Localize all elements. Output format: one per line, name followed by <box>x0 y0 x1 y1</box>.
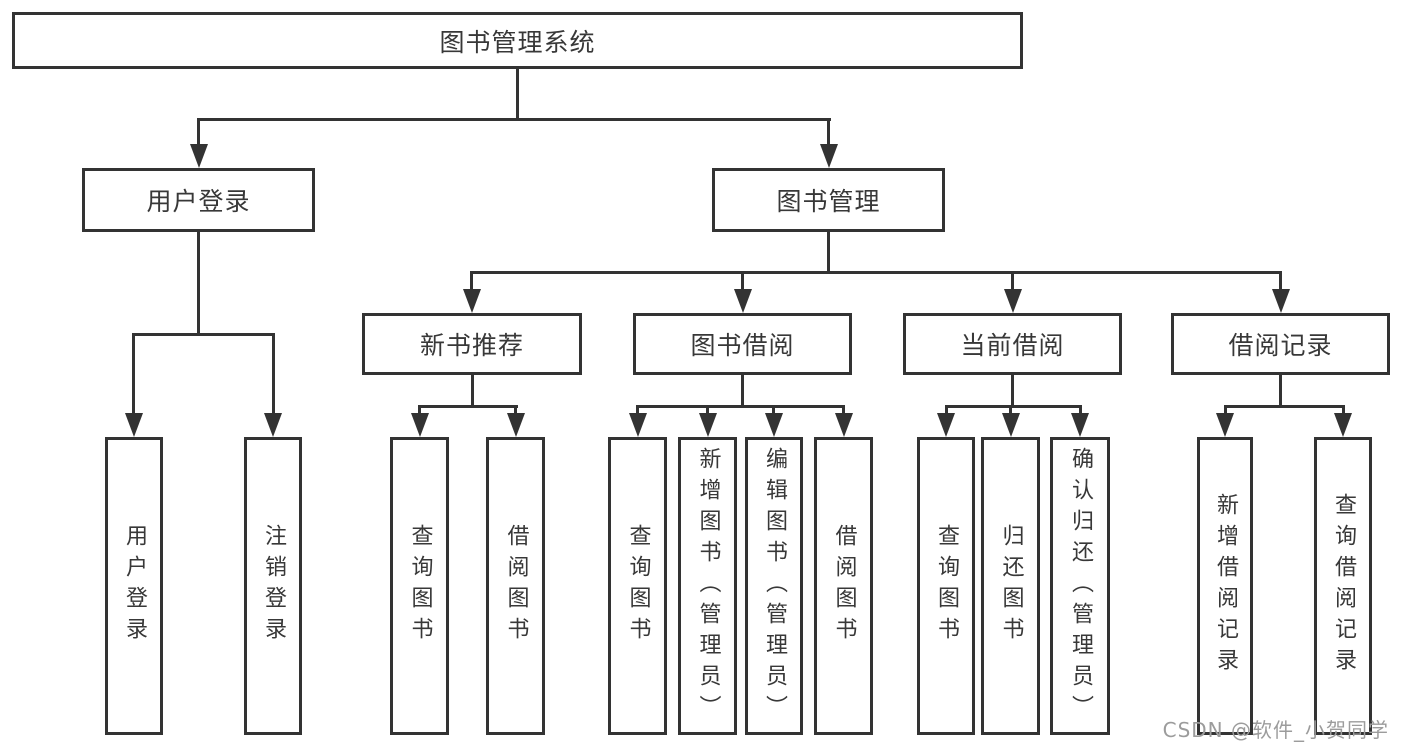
connector-line <box>636 405 639 415</box>
leaf-logout: 注销登录 <box>244 437 302 735</box>
leaf-borrow-books-label: 借阅图书 <box>831 524 857 648</box>
connector-arrow-down <box>820 144 838 168</box>
leaf-confirm-return-admin: 确认归还（管理员） <box>1050 437 1110 735</box>
node-current-borrow: 当前借阅 <box>903 313 1122 375</box>
connector-line <box>516 69 519 120</box>
connector-line <box>706 405 709 415</box>
leaf-logout-label: 注销登录 <box>261 524 286 648</box>
leaf-recommend-borrow-books: 借阅图书 <box>486 437 545 735</box>
leaf-query-borrow-record: 查询借阅记录 <box>1314 437 1372 735</box>
leaf-edit-book-admin-label: 编辑图书（管理员） <box>762 446 787 726</box>
leaf-return-book: 归还图书 <box>981 437 1040 735</box>
leaf-current-query-books-label: 查询图书 <box>934 524 959 648</box>
node-borrow-records-label: 借阅记录 <box>1228 331 1333 360</box>
connector-arrow-down <box>835 413 853 437</box>
node-current-borrow-label: 当前借阅 <box>960 331 1065 360</box>
connector-line <box>945 405 948 415</box>
connector-line <box>132 333 275 336</box>
connector-line <box>1009 405 1012 415</box>
leaf-borrow-query-books-label: 查询图书 <box>625 524 651 648</box>
node-root-label: 图书管理系统 <box>439 27 596 57</box>
connector-arrow-down <box>1216 413 1234 437</box>
connector-line <box>132 333 135 415</box>
connector-line <box>1011 271 1014 293</box>
connector-arrow-down <box>1004 289 1022 313</box>
node-new-book-recommend-label: 新书推荐 <box>419 331 524 360</box>
connector-line <box>1224 405 1227 415</box>
connector-arrow-down <box>1334 413 1352 437</box>
node-user-login: 用户登录 <box>82 168 315 232</box>
leaf-borrow-query-books: 查询图书 <box>608 437 667 735</box>
connector-line <box>1224 405 1345 408</box>
connector-line <box>1279 271 1282 293</box>
leaf-edit-book-admin: 编辑图书（管理员） <box>745 437 803 735</box>
connector-line <box>827 118 830 148</box>
connector-arrow-down <box>699 413 717 437</box>
connector-line <box>1011 375 1014 408</box>
connector-arrow-down <box>125 413 143 437</box>
connector-line <box>1342 405 1345 415</box>
node-book-borrow: 图书借阅 <box>633 313 852 375</box>
connector-line <box>842 405 845 415</box>
leaf-user-login-label: 用户登录 <box>122 524 147 648</box>
node-book-management: 图书管理 <box>712 168 945 232</box>
connector-line <box>197 232 200 336</box>
connector-line <box>418 405 518 408</box>
connector-line <box>470 271 473 293</box>
connector-arrow-down <box>1071 413 1089 437</box>
connector-line <box>197 118 831 121</box>
connector-line <box>827 232 830 274</box>
connector-line <box>636 405 845 408</box>
connector-arrow-down <box>629 413 647 437</box>
leaf-query-borrow-record-label: 查询借阅记录 <box>1331 493 1356 679</box>
leaf-confirm-return-admin-label: 确认归还（管理员） <box>1068 446 1093 726</box>
leaf-borrow-books: 借阅图书 <box>814 437 873 735</box>
connector-arrow-down <box>734 289 752 313</box>
connector-arrow-down <box>937 413 955 437</box>
node-book-borrow-label: 图书借阅 <box>690 331 795 360</box>
leaf-add-book-admin: 新增图书（管理员） <box>678 437 737 735</box>
connector-line <box>741 271 744 293</box>
connector-line <box>272 333 275 415</box>
connector-arrow-down <box>1272 289 1290 313</box>
connector-line <box>197 118 200 148</box>
leaf-user-login: 用户登录 <box>105 437 163 735</box>
leaf-recommend-query-books-label: 查询图书 <box>407 524 433 648</box>
connector-arrow-down <box>1002 413 1020 437</box>
connector-line <box>945 405 1082 408</box>
node-root: 图书管理系统 <box>12 12 1023 69</box>
node-borrow-records: 借阅记录 <box>1171 313 1390 375</box>
connector-arrow-down <box>507 413 525 437</box>
connector-line <box>514 405 517 415</box>
connector-line <box>1079 405 1082 415</box>
connector-arrow-down <box>463 289 481 313</box>
leaf-recommend-query-books: 查询图书 <box>390 437 449 735</box>
node-book-management-label: 图书管理 <box>776 187 881 216</box>
leaf-add-borrow-record-label: 新增借阅记录 <box>1213 493 1238 679</box>
connector-arrow-down <box>411 413 429 437</box>
csdn-watermark: CSDN @软件_小贺同学 <box>1162 718 1389 742</box>
node-new-book-recommend: 新书推荐 <box>362 313 582 375</box>
leaf-current-query-books: 查询图书 <box>917 437 975 735</box>
leaf-add-borrow-record: 新增借阅记录 <box>1197 437 1253 735</box>
leaf-return-book-label: 归还图书 <box>998 524 1024 648</box>
connector-arrow-down <box>765 413 783 437</box>
leaf-recommend-borrow-books-label: 借阅图书 <box>503 524 529 648</box>
connector-line <box>772 405 775 415</box>
leaf-add-book-admin-label: 新增图书（管理员） <box>695 446 721 726</box>
connector-line <box>471 375 474 408</box>
connector-line <box>470 271 1282 274</box>
connector-line <box>418 405 421 415</box>
connector-arrow-down <box>190 144 208 168</box>
connector-line <box>1279 375 1282 408</box>
connector-arrow-down <box>264 413 282 437</box>
node-user-login-label: 用户登录 <box>146 187 251 216</box>
connector-line <box>741 375 744 408</box>
